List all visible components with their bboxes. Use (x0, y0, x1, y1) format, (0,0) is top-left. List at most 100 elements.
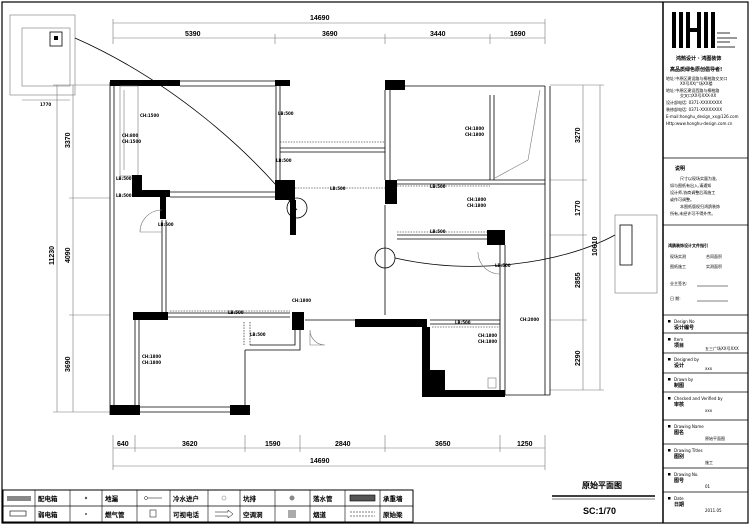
svg-text:设计部电话: 0371-XXXXXXXX: 设计部电话: 0371-XXXXXXXX (666, 99, 722, 105)
svg-text:CH:1800: CH:1800 (478, 339, 497, 344)
doors (139, 209, 501, 346)
detail-callout-circle (286, 197, 308, 219)
svg-text:日 期:: 日 期: (670, 295, 681, 301)
detail-box-right (614, 214, 658, 294)
field-label-cn: 日期 (674, 501, 684, 508)
svg-text:地漏: 地漏 (105, 494, 119, 503)
field-label-en: Design No (674, 319, 695, 324)
field-value: 五三广场XX号XXX (705, 345, 739, 351)
svg-text:3650: 3650 (435, 441, 451, 448)
svg-text:可视电话: 可视电话 (173, 510, 200, 519)
weak-current-box-icon (9, 510, 27, 517)
bullet-icon (668, 473, 671, 476)
field-value: xxx (705, 408, 713, 413)
title-block: 鸿鹄设计 · 鸿图装饰 高品质绿色原创倡导者! 地址:中原区建设路与桐柏路交叉口… (663, 12, 748, 302)
svg-text:烟道: 烟道 (313, 510, 327, 519)
svg-text:3440: 3440 (430, 31, 446, 38)
svg-text:LB:500: LB:500 (430, 184, 446, 189)
load-bearing-wall-icon (349, 494, 376, 502)
svg-text:CH:1800: CH:1800 (467, 203, 486, 208)
field-label-en: Date (674, 496, 684, 501)
svg-text:或作可调整。: 或作可调整。 (670, 196, 694, 202)
field-value: 施工 (705, 459, 713, 465)
svg-text:3690: 3690 (322, 31, 338, 38)
bullet-icon (668, 378, 671, 381)
svg-text:燃气管: 燃气管 (105, 510, 125, 519)
svg-text:1770: 1770 (575, 200, 582, 216)
svg-text:LB:500: LB:500 (495, 263, 511, 268)
svg-text:CH:1500: CH:1500 (122, 139, 141, 144)
flue-icon (288, 510, 296, 518)
bullet-icon (668, 338, 671, 341)
svg-text:现场实测: 现场实测 (670, 253, 686, 259)
svg-text:冷水进户: 冷水进户 (173, 494, 199, 503)
detail-leader-line (394, 234, 616, 267)
svg-text:本图纸版权归鸿鹄装饰: 本图纸版权归鸿鹄装饰 (680, 203, 720, 209)
svg-text:鸿鹄装饰设计文件指引: 鸿鹄装饰设计文件指引 (667, 242, 708, 248)
svg-text:2855: 2855 (575, 272, 582, 288)
svg-text:XX号XX广场XX楼: XX号XX广场XX楼 (680, 80, 712, 86)
dimension-top: 14690 5390 3690 3440 1690 (112, 15, 546, 44)
detail-callout-circle (374, 247, 396, 269)
video-phone-icon (149, 509, 157, 518)
room-labels: CH:1500 CH:800 CH:1500 LB:500 LB:500 LB:… (116, 111, 539, 365)
svg-text:实测面积: 实测面积 (706, 263, 722, 269)
field-value: 01 (705, 484, 711, 489)
svg-text:10610: 10610 (592, 236, 599, 256)
dimension-right: 3270 1770 2855 2290 10610 (550, 84, 604, 391)
svg-text:空调洞: 空调洞 (243, 510, 263, 519)
svg-text:4090: 4090 (65, 247, 72, 263)
svg-text:CH:1800: CH:1800 (478, 333, 497, 338)
svg-text:1690: 1690 (510, 31, 526, 38)
svg-text:Http:www.honghu-design.com.cn: Http:www.honghu-design.com.cn (666, 121, 733, 126)
svg-text:高品质绿色原创倡导者!: 高品质绿色原创倡导者! (670, 66, 722, 73)
svg-text:LB:500: LB:500 (330, 186, 346, 191)
svg-text:业主签名:: 业主签名: (670, 280, 687, 286)
legend: 配电箱 地漏 冷水进户 坑排 落水管 承重墙 弱电箱 燃气管 可视电话 空调洞 … (2, 489, 414, 523)
field-label-cn: 项目 (674, 342, 684, 349)
svg-text:CH:1800: CH:1800 (467, 197, 486, 202)
dimension-left: 11230 3370 4090 3690 (49, 84, 110, 413)
bullet-icon (668, 425, 671, 428)
svg-text:11230: 11230 (49, 246, 56, 265)
floor-drain-icon (84, 496, 88, 500)
svg-text:尺寸以现场实量为准,: 尺寸以现场实量为准, (680, 175, 717, 181)
svg-text:3270: 3270 (575, 127, 582, 143)
svg-text:合同面积: 合同面积 (706, 253, 722, 259)
svg-text:地址:中原区建设西路与桐柏路: 地址:中原区建设西路与桐柏路 (666, 87, 719, 93)
svg-text:LB:500: LB:500 (228, 310, 244, 315)
svg-text:坑排: 坑排 (243, 494, 257, 503)
bullet-icon (668, 320, 671, 323)
title-block-fields: Design No设计编号Item项目五三广场XX号XXXDesigned by… (663, 314, 748, 513)
ac-hole-icon (215, 509, 234, 519)
load-bearing-wall (110, 80, 180, 86)
svg-text:原始梁: 原始梁 (383, 510, 403, 519)
field-label-en: Checked and Verified by (674, 396, 723, 401)
svg-text:CH:1800: CH:1800 (292, 298, 311, 303)
bullet-icon (668, 449, 671, 452)
svg-text:CH:800: CH:800 (122, 133, 138, 138)
distribution-box-icon (7, 496, 31, 501)
field-label-cn: 审核 (674, 401, 684, 408)
svg-text:CH:1800: CH:1800 (142, 354, 161, 359)
svg-text:图纸施工: 图纸施工 (670, 263, 686, 269)
drawing-scale: SC:1/70 (583, 506, 616, 516)
original-beam-icon (350, 511, 375, 517)
svg-text:14690: 14690 (310, 458, 330, 465)
svg-text:CH:2000: CH:2000 (520, 317, 539, 322)
svg-text:5390: 5390 (185, 31, 201, 38)
bullet-icon (668, 397, 671, 400)
svg-text:3690: 3690 (65, 356, 72, 372)
svg-text:CH:1800: CH:1800 (465, 126, 484, 131)
company-logo (672, 12, 737, 48)
svg-text:LB:500: LB:500 (116, 193, 132, 198)
svg-text:CH:1500: CH:1500 (140, 113, 159, 118)
downpipe-icon (289, 495, 295, 501)
svg-text:如与图纸有出入,请通知: 如与图纸有出入,请通知 (670, 182, 711, 188)
dimension-bottom: 640 3620 1590 2840 3650 1250 14690 (112, 435, 546, 470)
svg-text:LB:500: LB:500 (250, 332, 266, 337)
svg-text:落水管: 落水管 (313, 494, 333, 503)
field-label-en: Drawing Titles (674, 448, 703, 453)
